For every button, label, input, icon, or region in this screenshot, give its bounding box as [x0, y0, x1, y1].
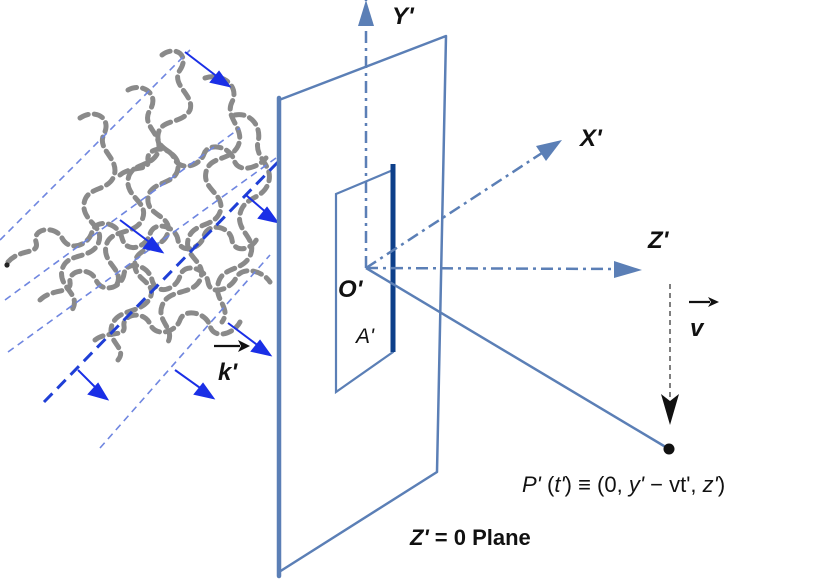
origin-label: O' [338, 276, 364, 303]
wavefront-curves [5, 48, 273, 363]
point-p-label: P' (t') ≡ (0, y' − vt', z') [522, 472, 725, 497]
plane-label: Z' = 0 Plane [409, 525, 531, 550]
wavefront-curve-4 [59, 111, 118, 313]
z-axis [365, 266, 621, 271]
z-axis-label: Z' [647, 227, 670, 254]
propagation-arrow-3 [119, 219, 165, 254]
wave-ray-2 [4, 127, 241, 301]
wavefront-start-dot [4, 262, 10, 268]
aperture-label: A' [354, 325, 375, 348]
point-p-dot [663, 443, 675, 455]
velocity-label: v [690, 315, 705, 342]
propagation-arrows [77, 51, 280, 401]
y-axis-arrowhead [358, 0, 374, 26]
wavefront-curve-8 [92, 310, 243, 343]
wavefront-curve-2 [158, 74, 243, 348]
propagation-arrow-6 [174, 369, 216, 400]
wavefront-curve-6 [5, 221, 261, 265]
z-zero-plane-outline [278, 34, 448, 574]
origin-to-point-line [365, 266, 670, 451]
propagation-arrow-1 [184, 51, 232, 88]
point-p-name: P' [522, 472, 542, 497]
axes [358, 0, 642, 278]
x-axis-label: X' [578, 125, 603, 152]
wave-ray-main [42, 160, 280, 404]
wavefront-curve-3 [214, 112, 272, 325]
y-axis-label: Y' [392, 3, 415, 30]
velocity-arrowhead [661, 394, 679, 425]
wavefront-curve-5 [103, 85, 162, 289]
v-vector-arrow [689, 297, 719, 307]
x-axis-arrowhead [536, 140, 562, 161]
wave-ray-4 [99, 254, 271, 449]
propagation-arrow-2 [245, 194, 280, 224]
z-zero-plane [278, 34, 448, 574]
propagation-arrow-4 [227, 322, 273, 357]
wavefront-curve-1 [108, 48, 194, 363]
k-vector-arrow [214, 340, 250, 352]
wave-ray-3 [7, 157, 277, 353]
wave-rays [0, 49, 277, 449]
z-axis-arrowhead [614, 261, 642, 278]
x-axis [365, 151, 543, 270]
wavefront-curve-9 [117, 144, 269, 178]
wave-ray-1 [0, 49, 191, 241]
wave-vector-label: k' [218, 359, 238, 386]
propagation-arrow-5 [77, 369, 110, 401]
wavefront-curve-7 [37, 263, 273, 303]
